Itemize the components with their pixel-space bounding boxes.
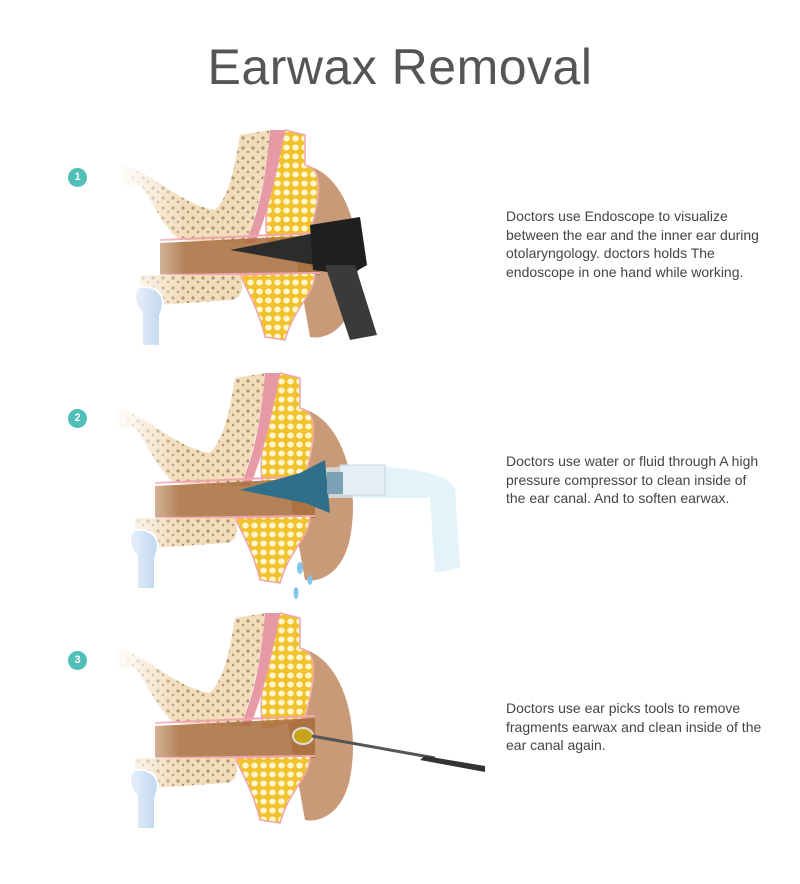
step-description: Doctors use water or fluid through A hig… [506,453,759,506]
water-irrigation-ear-illustration [115,368,475,613]
water-droplets-icon [293,562,313,599]
endoscope-ear-illustration [115,125,385,350]
step-number-badge: 3 [68,651,87,670]
endoscope-icon [230,217,377,340]
ear-pick-illustration [115,608,495,843]
step-description: Doctors use Endoscope to visualize betwe… [506,208,759,280]
page-title: Earwax Removal [207,39,593,95]
irrigation-nozzle-icon [240,460,460,573]
step-number-badge: 2 [68,409,87,428]
step-description: Doctors use ear picks tools to remove fr… [506,700,762,753]
step-number-badge: 1 [68,168,87,187]
ear-pick-icon [292,727,485,772]
